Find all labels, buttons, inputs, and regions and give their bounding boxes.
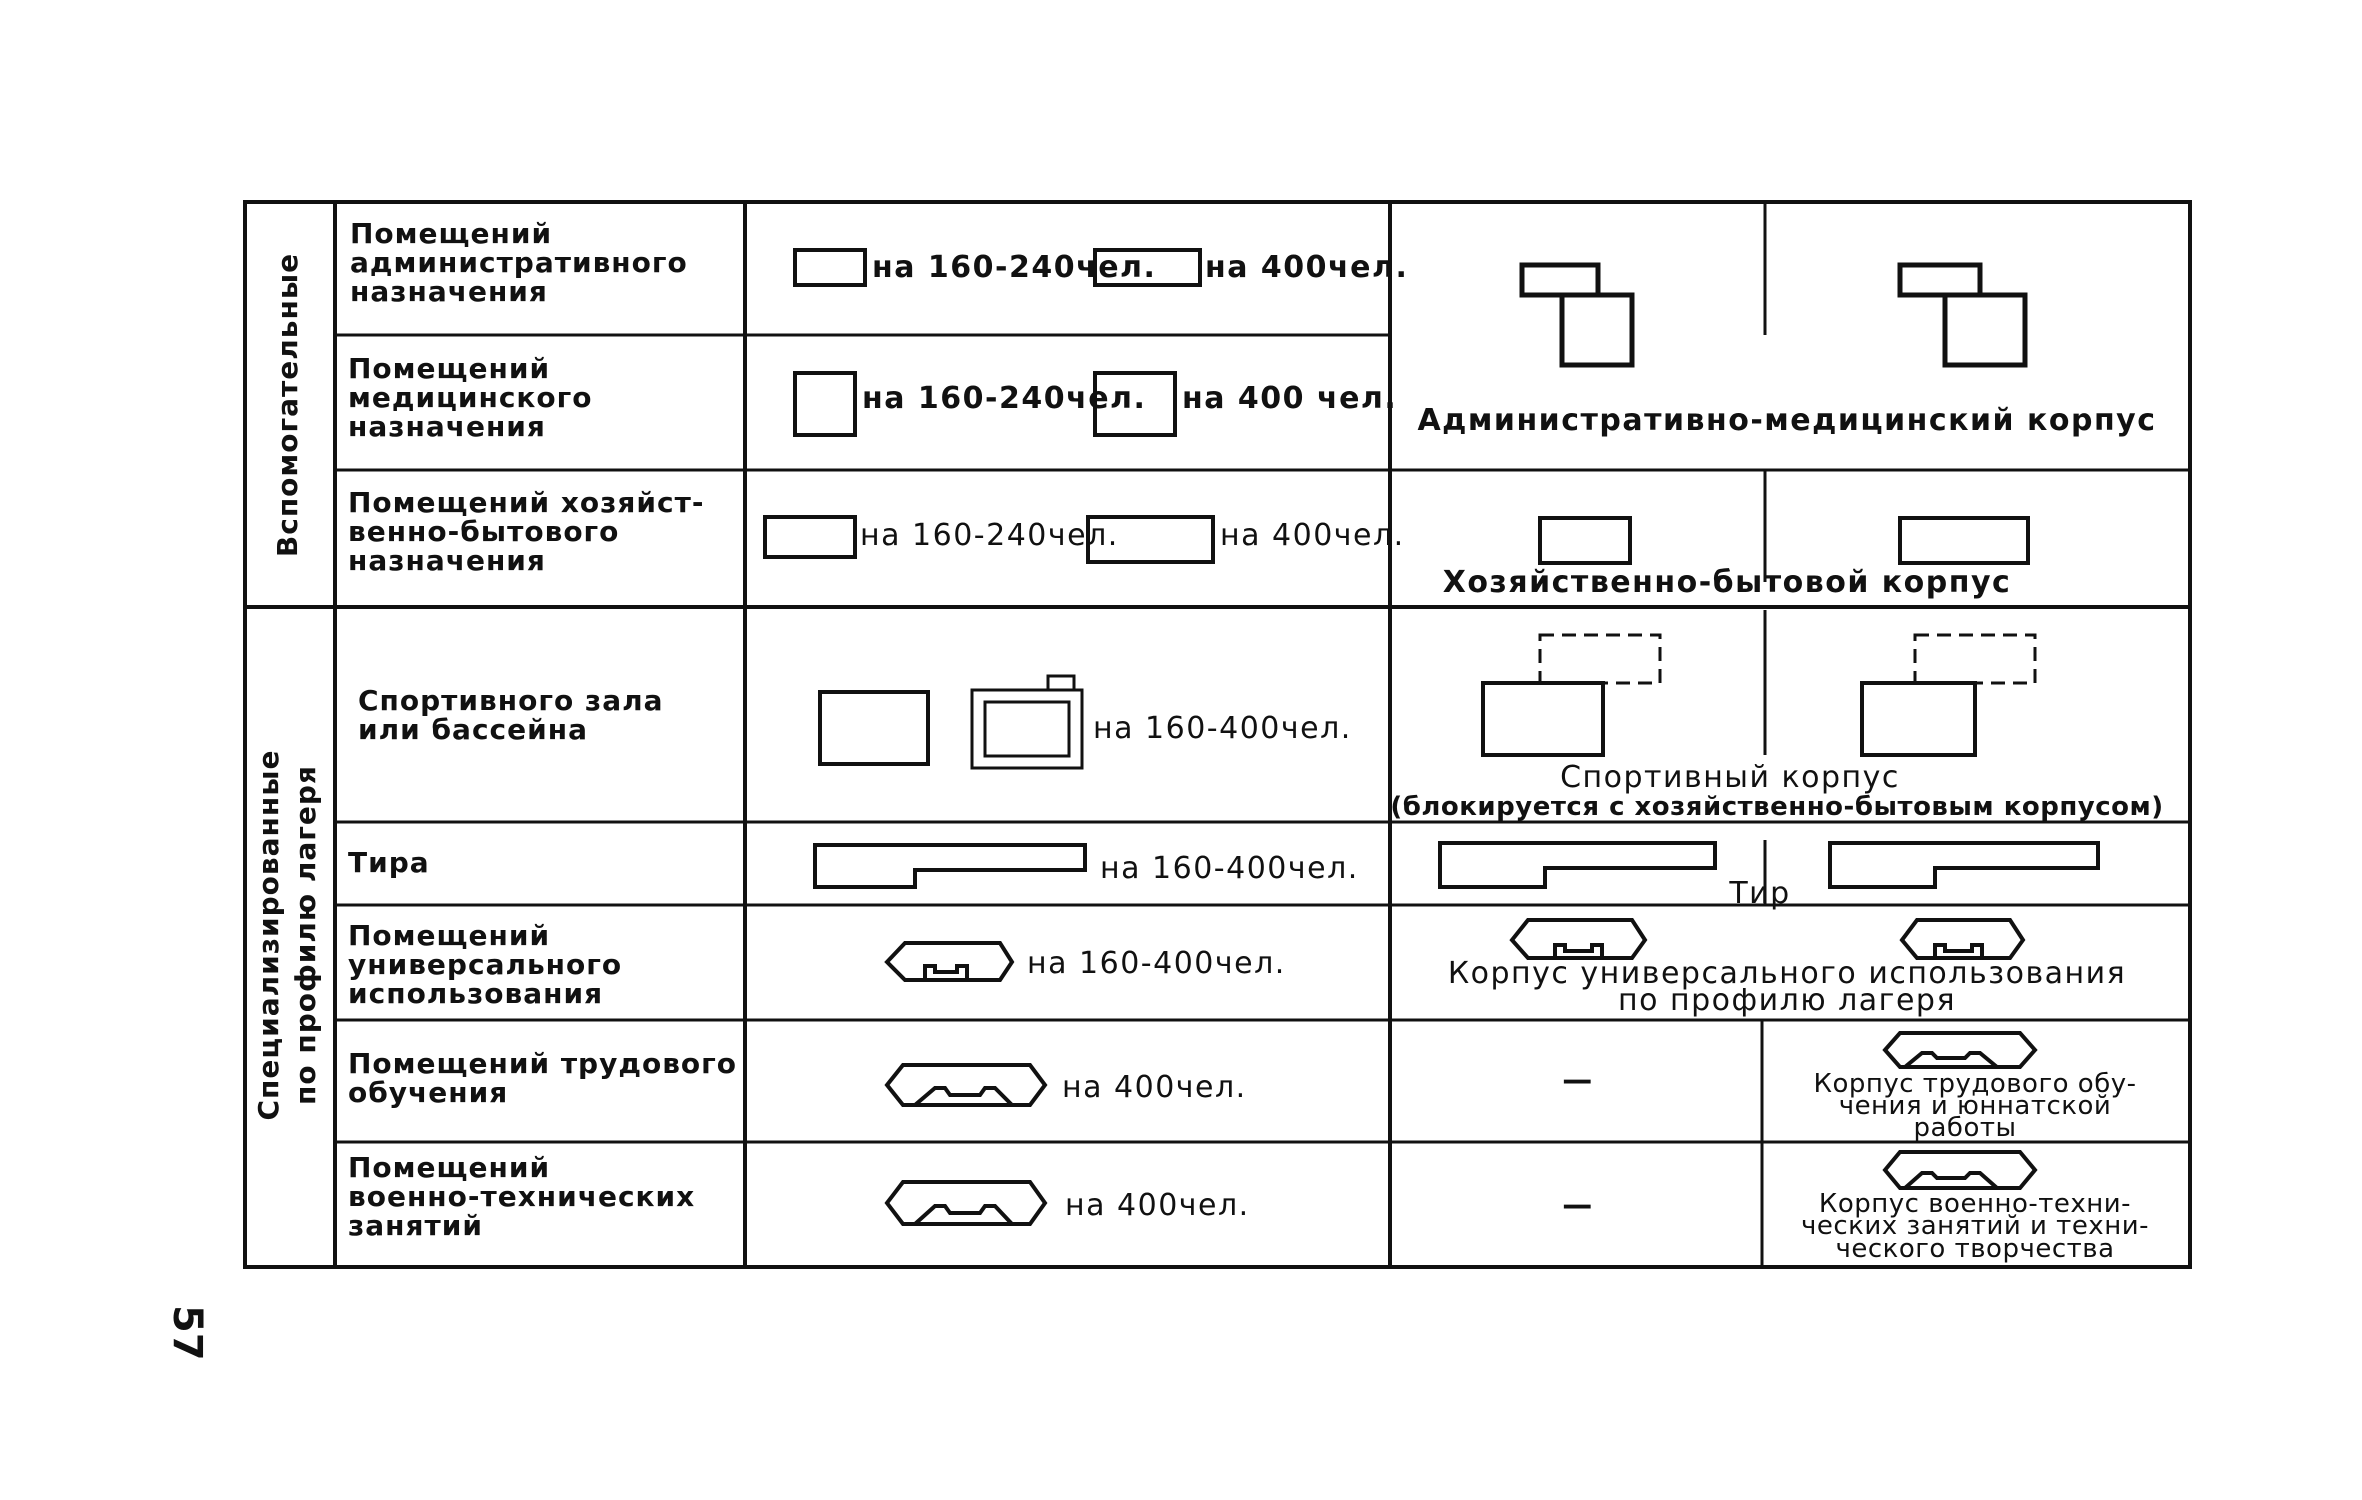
universal-block-a <box>1509 918 1648 960</box>
admin-medical-block-a <box>1519 262 1635 368</box>
group-auxiliary: Вспомогательные <box>271 253 304 557</box>
shooting-caption: Тир <box>1728 876 1790 911</box>
row8-name-l1: Помещений <box>348 1151 550 1184</box>
room-small-icon <box>793 248 867 287</box>
row7-name-l1: Помещений трудового <box>348 1047 737 1080</box>
shooting-block-a <box>1438 841 1717 889</box>
row3-cap-small: на 160-240чел. <box>860 518 1119 553</box>
row3-name-l3: назначения <box>348 544 546 577</box>
pool-outer-icon <box>970 688 1084 770</box>
labor-dash: — <box>1562 1063 1594 1098</box>
sport-block-a <box>1481 633 1662 757</box>
room-large-icon <box>1093 248 1202 287</box>
row2-capacity <box>793 371 1177 437</box>
row5-name-l1: Тира <box>348 846 430 879</box>
row3-capacity <box>763 515 1215 564</box>
row3-cap-large: на 400чел. <box>1220 518 1405 553</box>
military-caption-l1: Корпус военно-техни- <box>1819 1189 2131 1219</box>
row8-name-l2: военно-технических <box>348 1180 695 1213</box>
row7-cap: на 400чел. <box>1062 1070 1247 1105</box>
group-specialized-line2: по профилю лагеря <box>289 765 322 1105</box>
military-caption-l3: ческого творчества <box>1835 1234 2114 1264</box>
row1-name-l2: административного <box>350 246 688 279</box>
row1-capacity <box>793 248 1202 287</box>
sport-block-b <box>1860 633 2037 757</box>
admin-medical-block-b <box>1897 262 2028 368</box>
table-grid <box>243 200 2192 1269</box>
labor-training-icon <box>884 1063 1048 1107</box>
row2-name-l1: Помещений <box>348 352 550 385</box>
row4-name-l2: или бассейна <box>358 713 588 746</box>
military-block <box>1882 1150 2038 1190</box>
military-technical-icon <box>884 1180 1048 1226</box>
row2-name-l3: назначения <box>348 410 546 443</box>
room-large-icon <box>1086 515 1215 564</box>
household-block-a <box>1538 516 1632 565</box>
row3-name-l2: венно-бытового <box>348 515 619 548</box>
row7-name-l2: обучения <box>348 1076 508 1109</box>
row8-cap: на 400чел. <box>1065 1188 1250 1223</box>
military-caption-l2: ческих занятий и техни- <box>1801 1211 2149 1241</box>
sport-caption-line1: Спортивный корпус <box>1560 760 1900 795</box>
row2-cap-large: на 400 чел. <box>1182 381 1397 416</box>
row1-name-l1: Помещений <box>350 217 552 250</box>
row3-name-l1: Помещений хозяйст- <box>348 486 704 519</box>
labor-caption-l2: чения и юннатской <box>1839 1091 2112 1121</box>
row4-name-l1: Спортивного зала <box>358 684 664 717</box>
universal-block-b <box>1899 918 2026 960</box>
admin-medical-caption: Административно-медицинский корпус <box>1417 403 2156 438</box>
row1-name-l3: назначения <box>350 275 548 308</box>
household-block-b <box>1898 516 2030 565</box>
labor-caption-l3: работы <box>1913 1113 2016 1143</box>
row4-cap: на 160-400чел. <box>1093 711 1352 746</box>
gym-icon <box>818 690 930 766</box>
shooting-range-icon <box>813 843 1087 889</box>
shooting-block-b <box>1828 841 2100 889</box>
universal-icon <box>884 941 1015 982</box>
pool-annex-icon <box>1046 674 1076 692</box>
room-small-icon <box>763 515 857 559</box>
labor-block <box>1882 1031 2038 1069</box>
row4-capacity <box>818 674 1084 770</box>
row2-cap-small: на 160-240чел. <box>862 381 1146 416</box>
row6-name-l3: использования <box>348 977 603 1010</box>
row5-cap: на 160-400чел. <box>1100 851 1359 886</box>
row1-cap-large: на 400чел. <box>1205 250 1408 285</box>
room-small-icon <box>793 371 857 437</box>
universal-caption-line1: Корпус универсального использования <box>1448 956 2126 991</box>
room-large-icon <box>1093 371 1177 437</box>
universal-caption-line2: по профилю лагеря <box>1618 983 1956 1018</box>
row6-name-l1: Помещений <box>348 919 550 952</box>
row1-cap-small: на 160-240чел. <box>872 250 1156 285</box>
group-specialized-line1: Специализированные <box>252 749 285 1120</box>
pool-inner-icon <box>983 700 1071 758</box>
military-dash: — <box>1562 1188 1594 1223</box>
row6-name-l2: универсального <box>348 948 622 981</box>
household-caption: Хозяйственно-бытовой корпус <box>1443 565 2012 600</box>
row2-name-l2: медицинского <box>348 381 593 414</box>
sport-caption-line2: (блокируется с хозяйственно-бытовым корп… <box>1390 792 2163 822</box>
row8-name-l3: занятий <box>348 1209 483 1242</box>
row6-cap: на 160-400чел. <box>1027 946 1286 981</box>
labor-caption-l1: Корпус трудового обу- <box>1813 1069 2136 1099</box>
